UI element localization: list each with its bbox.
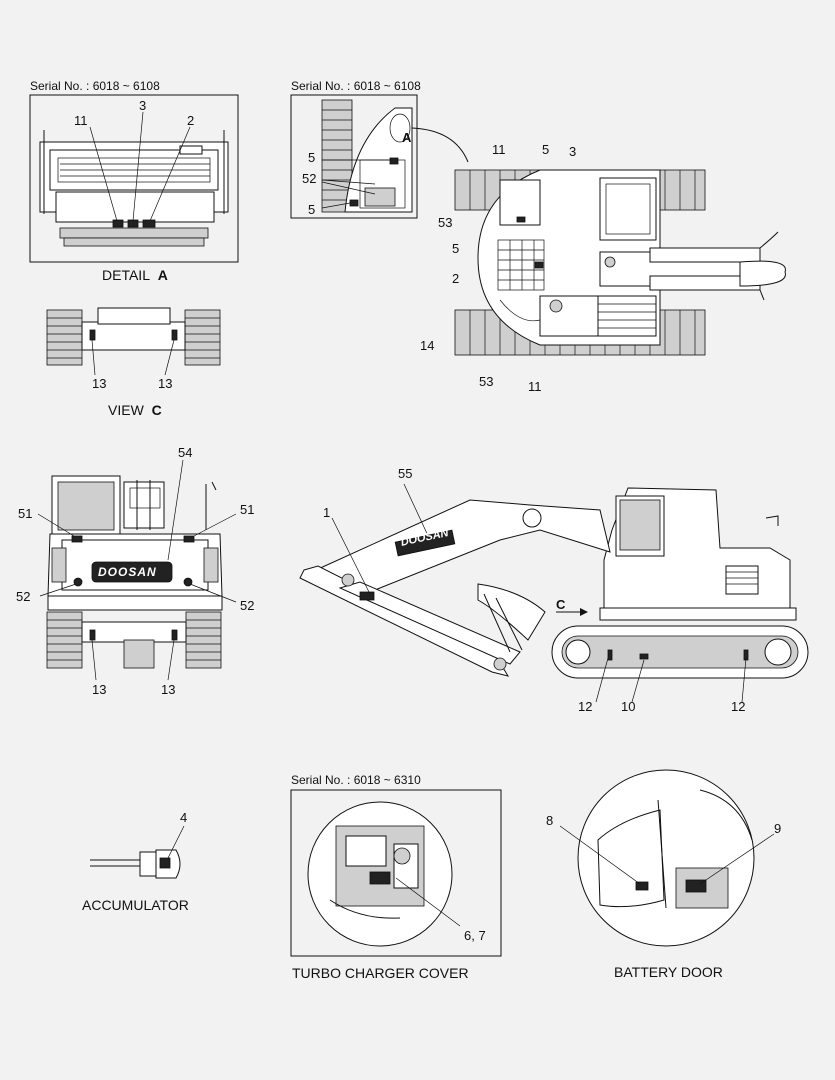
callout-number: 5 xyxy=(452,241,460,256)
caption-detail-prefix: DETAIL xyxy=(102,267,150,283)
top-inset-frame xyxy=(290,94,418,219)
callout-number: 11 xyxy=(74,113,88,128)
callout-number: 9 xyxy=(774,821,782,836)
caption-detail-letter: A xyxy=(157,267,168,283)
detail-a-drawing xyxy=(29,94,239,263)
top-view-drawing xyxy=(454,169,786,356)
callout-number: 12 xyxy=(578,699,593,714)
callout-number: 1 xyxy=(323,505,331,520)
callout-number: 8 xyxy=(546,813,554,828)
caption-turbo: TURBO CHARGER COVER xyxy=(292,965,469,981)
callout-number: 11 xyxy=(528,379,542,394)
callout-number: 3 xyxy=(569,144,577,159)
brand-text-rear: DOOSAN xyxy=(98,565,157,579)
callout-number: 51 xyxy=(240,502,255,517)
caption-accumulator: ACCUMULATOR xyxy=(82,897,189,913)
callout-number: 5 xyxy=(308,202,316,217)
top-inset-drawing xyxy=(290,94,469,219)
turbo-drawing xyxy=(290,789,502,957)
side-view-drawing xyxy=(299,483,809,703)
callout-number: 4 xyxy=(180,810,188,825)
caption-view-prefix: VIEW xyxy=(108,402,144,418)
callout-number: 2 xyxy=(187,113,195,128)
callout-number: 55 xyxy=(398,466,413,481)
callout-number: 6, 7 xyxy=(464,928,486,943)
view-c-drawing xyxy=(46,307,221,376)
callout-number: 12 xyxy=(731,699,746,714)
caption-view-letter: C xyxy=(151,402,162,418)
callout-number: 13 xyxy=(92,376,107,391)
callout-number: 52 xyxy=(16,589,31,604)
mark-side-view-c: C xyxy=(556,597,566,612)
callout-number: 52 xyxy=(240,598,255,613)
serial-label-top-view: Serial No. : 6018 ~ 6108 xyxy=(291,79,421,93)
battery-drawing xyxy=(559,769,775,947)
callout-number: 13 xyxy=(92,682,107,697)
accumulator-drawing xyxy=(90,825,185,879)
callout-number: 53 xyxy=(479,374,494,389)
caption-detail-a: DETAIL A xyxy=(102,268,168,282)
callout-number: 11 xyxy=(492,142,506,157)
callout-number: 5 xyxy=(308,150,316,165)
turbo-frame xyxy=(290,789,502,957)
callout-number: 13 xyxy=(161,682,176,697)
callout-number: 10 xyxy=(621,699,636,714)
caption-view-c: VIEW C xyxy=(108,403,162,417)
callout-number: 54 xyxy=(178,445,193,460)
serial-label-detail-a: Serial No. : 6018 ~ 6108 xyxy=(30,79,160,93)
callout-number: 51 xyxy=(18,506,33,521)
detail-a-frame xyxy=(29,94,239,263)
caption-battery: BATTERY DOOR xyxy=(614,964,723,980)
callout-number: 2 xyxy=(452,271,460,286)
mark-top-view-a: A xyxy=(402,130,412,145)
rear-view-drawing xyxy=(37,459,237,681)
callout-number: 13 xyxy=(158,376,173,391)
callout-number: 3 xyxy=(139,98,147,113)
callout-number: 53 xyxy=(438,215,453,230)
callout-number: 5 xyxy=(542,142,550,157)
callout-number: 14 xyxy=(420,338,435,353)
callout-number: 52 xyxy=(302,171,317,186)
serial-label-turbo: Serial No. : 6018 ~ 6310 xyxy=(291,773,421,787)
